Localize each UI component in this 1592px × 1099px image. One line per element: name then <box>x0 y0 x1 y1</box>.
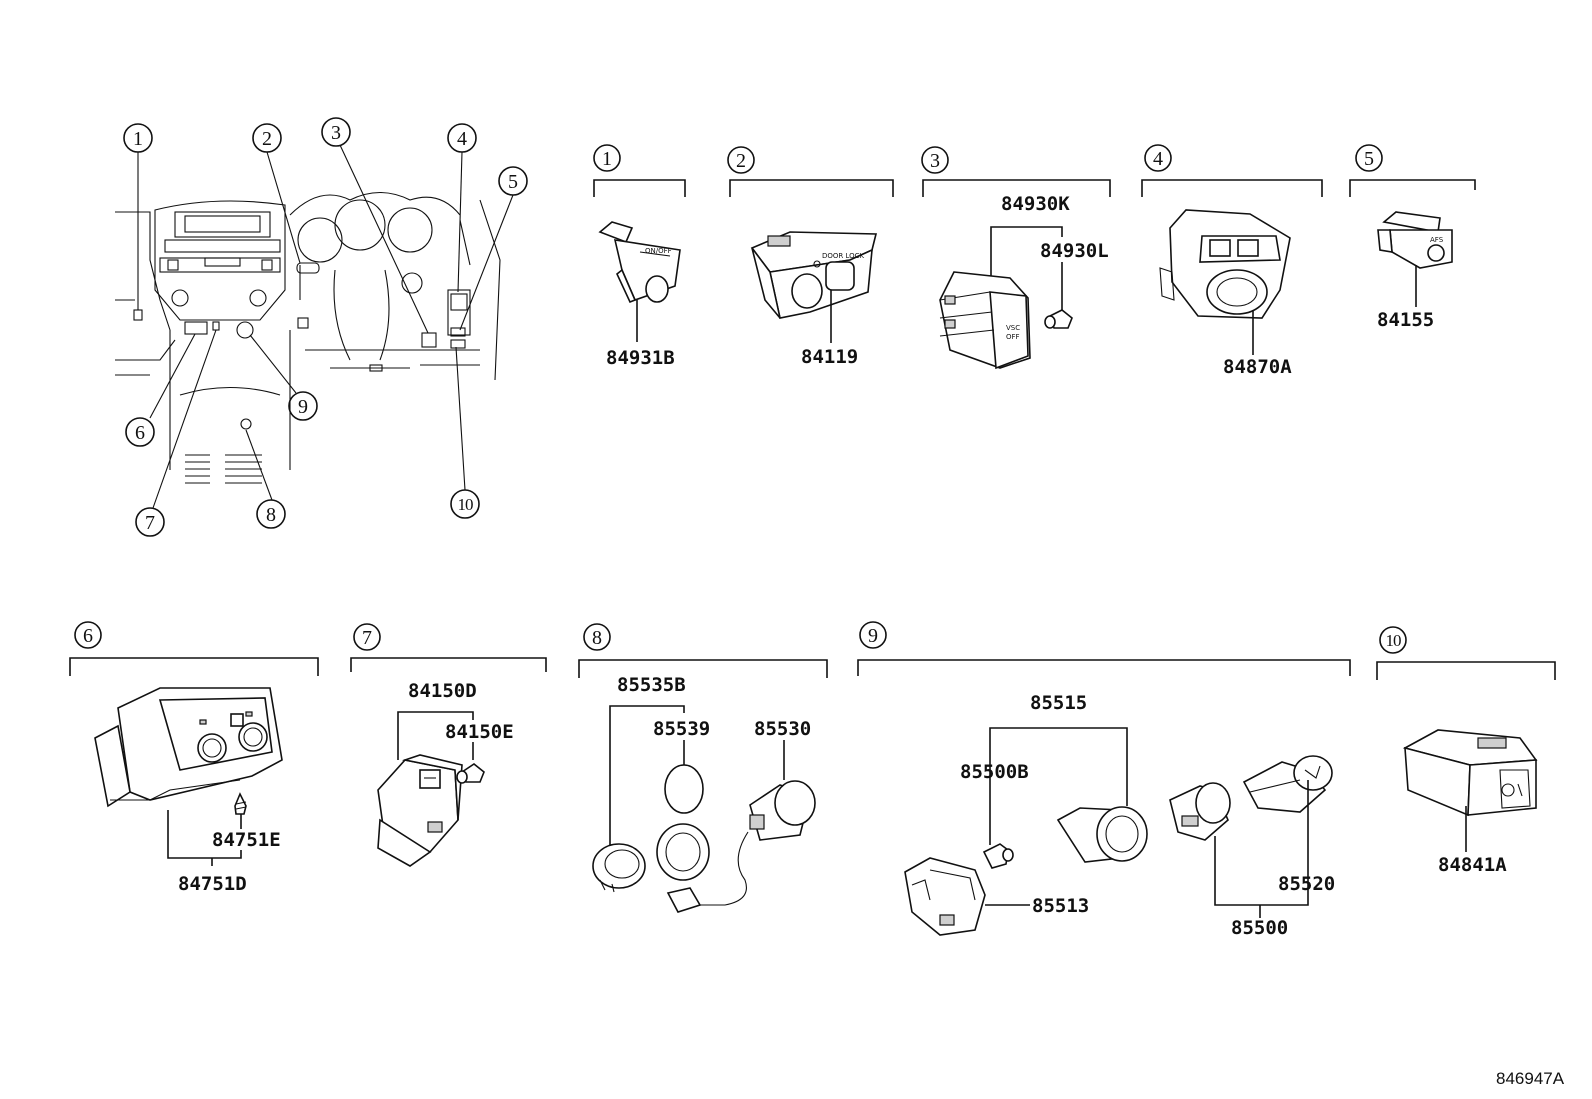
callout-4: 4 <box>447 123 477 153</box>
part-number-84931B: 84931B <box>606 347 675 369</box>
lighter-85520-image <box>1242 755 1333 813</box>
group-5: 5 AFS 84155 <box>1349 144 1476 331</box>
part-number-84751D: 84751D <box>178 873 247 895</box>
svg-text:10: 10 <box>1386 631 1402 650</box>
svg-text:1: 1 <box>602 148 612 170</box>
part-number-85500: 85500 <box>1231 917 1288 939</box>
group-10: 10 84841A <box>1376 626 1556 876</box>
svg-text:VSC: VSC <box>1006 324 1020 332</box>
socket-85530-image <box>666 780 816 913</box>
part-number-85500B: 85500B <box>960 761 1029 783</box>
switch-84155-image: AFS <box>1377 211 1453 269</box>
part-number-84751E: 84751E <box>212 829 281 851</box>
group-2: 2 DOOR LOCK 84119 <box>727 146 894 368</box>
group-4: 4 84870A <box>1141 144 1323 378</box>
callout-7: 7 <box>135 507 165 537</box>
svg-text:AFS: AFS <box>1430 236 1444 244</box>
group-6: 6 84751E 84751D <box>69 621 319 895</box>
part-number-85520: 85520 <box>1278 873 1335 895</box>
fuel-door-switch-84841A-image <box>1402 729 1538 817</box>
svg-text:8: 8 <box>592 627 602 649</box>
svg-text:2: 2 <box>262 128 272 150</box>
bulb-84930L-image <box>1044 309 1073 329</box>
part-number-85530: 85530 <box>754 718 811 740</box>
svg-text:DOOR LOCK: DOOR LOCK <box>822 252 865 260</box>
callout-6: 6 <box>125 417 155 447</box>
part-number-84841A: 84841A <box>1438 854 1507 876</box>
group-8: 8 85535B 85539 85530 <box>578 623 828 913</box>
holder-85513-image <box>904 857 986 936</box>
part-number-84119: 84119 <box>801 346 858 368</box>
svg-text:5: 5 <box>1364 148 1374 170</box>
callout-2: 2 <box>252 123 282 153</box>
bulb-84150E-image <box>456 763 485 784</box>
part-number-84930K: 84930K <box>1001 193 1070 215</box>
dashboard-overview: 1 2 3 4 5 6 7 8 9 10 <box>115 117 528 537</box>
group-7: 7 84150D 84150E <box>350 623 547 867</box>
group-9: 9 85515 85500B 85513 <box>857 621 1351 939</box>
part-number-84870A: 84870A <box>1223 356 1292 378</box>
switch-84931B-image: ON/OFF <box>598 221 681 304</box>
svg-text:4: 4 <box>457 128 467 150</box>
part-number-85535B: 85535B <box>617 674 686 696</box>
cap-85539-image <box>664 764 704 814</box>
svg-text:OFF: OFF <box>1006 333 1020 341</box>
svg-text:1: 1 <box>133 128 143 150</box>
svg-text:8: 8 <box>266 504 276 526</box>
part-number-84930L: 84930L <box>1040 240 1109 262</box>
diagram-id: 846947A <box>1496 1069 1565 1088</box>
svg-text:6: 6 <box>83 625 93 647</box>
bulb-84751E-image <box>234 792 247 815</box>
seat-heater-switch-84751D-image <box>94 687 283 808</box>
group-3: 3 84930K 84930L VSC OFF <box>921 146 1111 370</box>
part-number-84150E: 84150E <box>445 721 514 743</box>
svg-text:4: 4 <box>1153 148 1163 170</box>
bulb-85500B-image <box>982 843 1014 869</box>
mirror-switch-84870A-image <box>1159 209 1291 319</box>
svg-text:9: 9 <box>868 625 878 647</box>
svg-text:6: 6 <box>135 422 145 444</box>
svg-text:7: 7 <box>362 627 372 649</box>
part-number-84155: 84155 <box>1377 309 1434 331</box>
socket-85535B-image <box>592 823 710 893</box>
svg-text:10: 10 <box>458 495 474 514</box>
svg-text:5: 5 <box>508 171 518 193</box>
socket-85500-image <box>1169 782 1231 841</box>
part-number-85513: 85513 <box>1032 895 1089 917</box>
callout-10: 10 <box>450 489 480 519</box>
svg-text:3: 3 <box>930 150 940 172</box>
svg-text:2: 2 <box>736 150 746 172</box>
callout-1: 1 <box>123 123 153 153</box>
svg-text:ON/OFF: ON/OFF <box>645 247 672 255</box>
switch-84930K-image: VSC OFF <box>939 271 1031 370</box>
svg-text:9: 9 <box>298 396 308 418</box>
part-number-85539: 85539 <box>653 718 710 740</box>
part-number-84150D: 84150D <box>408 680 477 702</box>
callout-8: 8 <box>256 499 286 529</box>
svg-text:3: 3 <box>331 122 341 144</box>
part-number-85515: 85515 <box>1030 692 1087 714</box>
switch-84150D-image <box>377 754 463 867</box>
group-1: 1 ON/OFF 84931B <box>593 144 686 369</box>
callout-3: 3 <box>321 117 351 147</box>
switch-84119-image: DOOR LOCK <box>750 231 878 319</box>
callout-9: 9 <box>288 391 318 421</box>
callout-5: 5 <box>498 166 528 196</box>
ring-85515-image <box>1056 806 1148 863</box>
svg-text:7: 7 <box>145 512 155 534</box>
